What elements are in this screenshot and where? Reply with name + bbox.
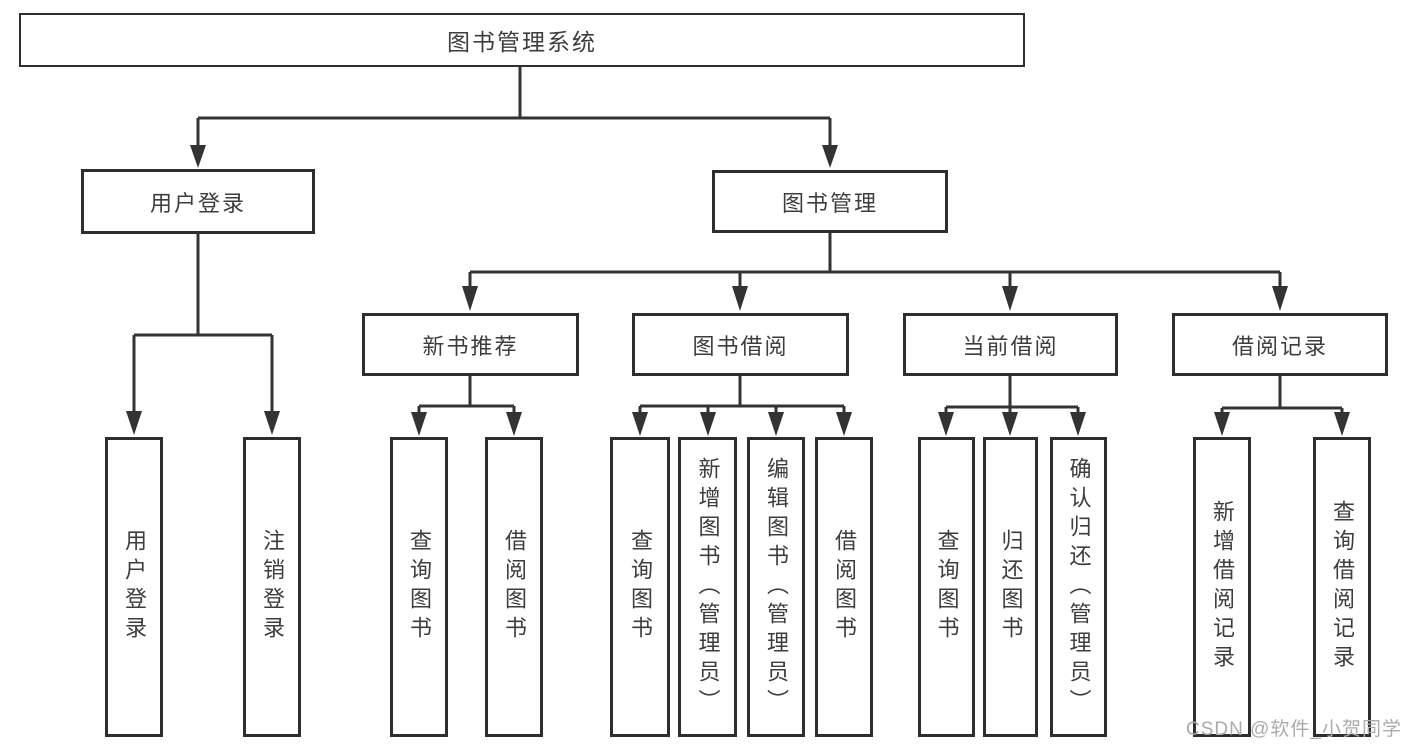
csdn-watermark: CSDN @软件_小贺同学 <box>1186 719 1402 740</box>
node-label: 用户登录 <box>122 529 147 645</box>
node-label: 借阅图书 <box>832 529 857 645</box>
node-book-borrowing: 图书借阅 <box>632 313 849 376</box>
node-label: 归还图书 <box>998 529 1024 645</box>
leaf-query-borrow-record: 查询借阅记录 <box>1313 437 1371 737</box>
node-label: 借阅记录 <box>1231 333 1328 359</box>
node-label: 编辑图书（管理员） <box>764 456 789 718</box>
node-label: 查询图书 <box>628 529 653 645</box>
node-label: 查询图书 <box>934 529 960 645</box>
node-label: 用户登录 <box>149 190 246 216</box>
leaf-query-books-current: 查询图书 <box>918 437 975 737</box>
node-current-borrowing: 当前借阅 <box>903 313 1118 376</box>
node-label: 新增借阅记录 <box>1210 500 1235 674</box>
leaf-edit-books-admin: 编辑图书（管理员） <box>747 437 805 737</box>
node-label: 注销登录 <box>260 529 285 645</box>
leaf-query-books-newbook: 查询图书 <box>390 437 448 737</box>
node-label: 新增图书（管理员） <box>695 456 721 718</box>
node-label: 图书管理系统 <box>447 29 597 55</box>
leaf-borrow-books-newbook: 借阅图书 <box>485 437 543 737</box>
node-label: 查询借阅记录 <box>1330 500 1355 674</box>
leaf-confirm-return-admin: 确认归还（管理员） <box>1050 437 1107 737</box>
node-label: 图书借阅 <box>692 333 789 359</box>
node-borrowing-records: 借阅记录 <box>1172 313 1388 376</box>
node-label: 图书管理 <box>781 190 878 216</box>
leaf-borrow-books-borrowing: 借阅图书 <box>815 437 873 737</box>
node-label: 确认归还（管理员） <box>1066 456 1092 718</box>
arrowheads <box>126 145 1350 436</box>
node-library-management-system: 图书管理系统 <box>19 13 1025 67</box>
leaf-add-borrow-record: 新增借阅记录 <box>1193 437 1251 737</box>
node-user-login: 用户登录 <box>81 169 315 234</box>
node-new-book-recommend: 新书推荐 <box>362 313 579 376</box>
node-label: 新书推荐 <box>422 333 519 359</box>
leaf-logout: 注销登录 <box>243 437 301 737</box>
node-label: 查询图书 <box>407 529 432 645</box>
node-label: 当前借阅 <box>962 333 1059 359</box>
leaf-add-books-admin: 新增图书（管理员） <box>678 437 737 737</box>
leaf-query-books-borrowing: 查询图书 <box>610 437 670 737</box>
leaf-return-books: 归还图书 <box>983 437 1038 737</box>
node-book-management: 图书管理 <box>712 170 948 233</box>
node-label: 借阅图书 <box>502 529 527 645</box>
leaf-user-login: 用户登录 <box>105 437 163 737</box>
